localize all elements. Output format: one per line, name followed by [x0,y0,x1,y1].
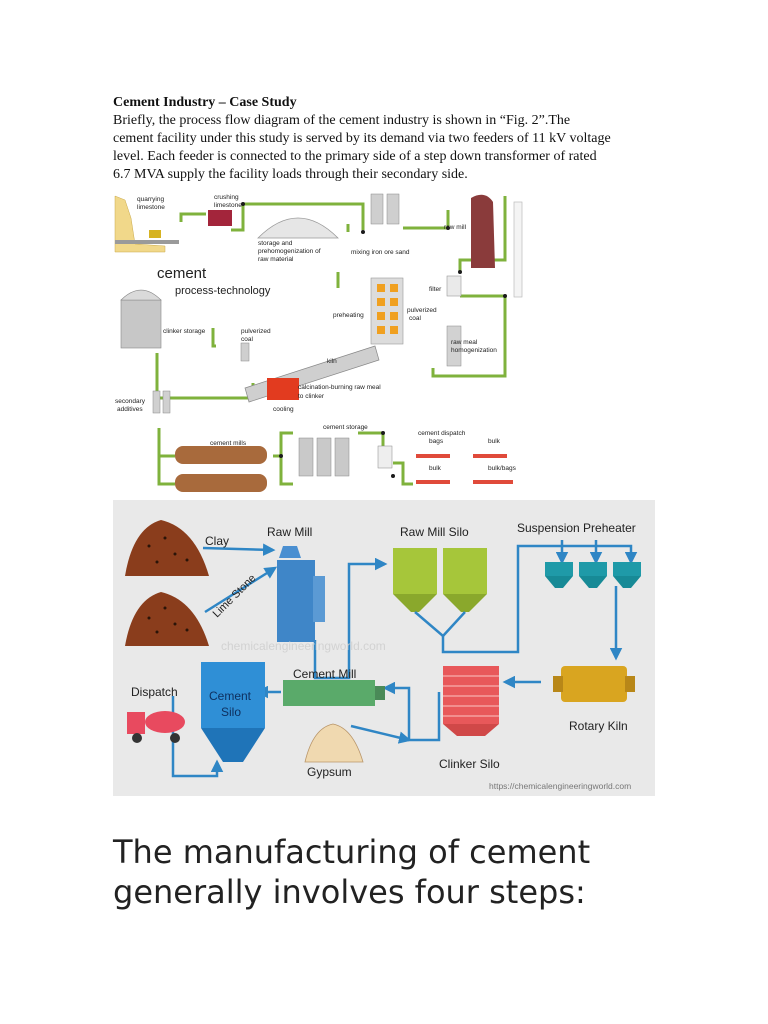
clay-pile-icon [125,520,209,576]
label-calcination: to clinker [298,393,325,400]
label-cement-mill: Cement Mill [293,667,356,681]
label-clay: Clay [205,534,229,548]
dispatch-truck-icon [473,454,507,458]
label-kiln: kiln [327,358,337,365]
additive-silo-icon [152,390,161,414]
cement-mill-icon [283,680,375,706]
label-cement-storage: cement storage [323,424,368,431]
label-limestone: limestone [137,204,165,211]
raw-mill-silo-icon [393,548,437,594]
packing-machine-icon [377,445,393,469]
cement-truck-icon [127,712,145,734]
clinker-storage-silo-icon [120,299,162,349]
label-quarrying: quarrying [137,196,164,203]
manufacturing-steps-heading: The manufacturing of cement generally in… [113,832,673,912]
preheater-tower-icon [370,277,404,345]
coal-bin-icon [240,342,250,362]
cement-storage-silo-icon [316,437,332,477]
label-bulk-bags: bulk/bags [488,465,517,472]
label-process-technology: process-technology [175,285,271,297]
label-bulk: bulk [488,438,501,445]
case-study-title: Cement Industry – Case Study [113,95,297,110]
label-pulverized-coal: coal [241,336,253,343]
kiln-flame-icon [267,378,299,400]
mixing-silo-icon [386,193,400,225]
dispatch-truck-icon [416,480,450,484]
cement-storage-silo-icon [334,437,350,477]
flow-arrows [171,540,638,778]
rotary-kiln-icon [561,666,627,702]
label-bulk: bulk [429,465,442,472]
label-rotary-kiln: Rotary Kiln [569,719,628,733]
label-bags: bags [429,438,444,445]
heading-line: generally involves four steps: [113,873,586,911]
label-dispatch: Dispatch [131,685,178,699]
raw-mill-icon [471,194,495,268]
label-raw-meal: homogenization [451,347,497,354]
limestone-pile-icon [125,592,209,646]
preheater-cyclone-icon [613,562,641,576]
source-url: https://chemicalengineeringworld.com [489,781,631,791]
paragraph-line: level. Each feeder is connected to the p… [113,149,597,164]
homogenization-silo-icon [446,325,462,367]
label-pulverized-coal: pulverized [241,328,271,335]
paragraph-line: 6.7 MVA supply the facility loads throug… [113,167,468,182]
label-pulverized-coal: coal [409,315,421,322]
chimney-icon [513,201,523,298]
raw-mill-hopper-icon [279,546,301,558]
gypsum-pile-icon [304,723,364,763]
watermark: chemicalengineeringworld.com [221,639,386,653]
cement-mill-icon [175,446,267,464]
cement-process-diagram: quarrying limestone crushing limestone s… [113,188,538,496]
label-raw-mill-silo: Raw Mill Silo [400,525,469,539]
diagram-background [113,500,655,796]
label-storage: prehomogenization of [258,248,321,255]
label-filter: filter [429,286,442,293]
label-raw-mill: Raw Mill [267,525,312,539]
label-cement-silo: Silo [221,705,241,719]
label-cement-mills: cement mills [210,440,247,447]
preheater-cyclone-icon [579,562,607,576]
quarry-cliff-icon [114,195,166,253]
label-storage: raw material [258,256,294,263]
cement-storage-silo-icon [298,437,314,477]
label-suspension-preheater: Suspension Preheater [517,521,636,535]
label-mixing: mixing iron ore sand [351,249,410,256]
label-pulverized-coal: pulverized [407,307,437,314]
label-cement: cement [157,265,207,282]
label-secondary-additives: additives [117,406,143,413]
dispatch-train-icon [473,480,513,484]
label-secondary-additives: secondary [115,398,146,405]
label-calcination: calcination-burning raw meal [298,384,381,391]
dome-storage-icon [257,217,339,239]
raw-mill-icon [277,560,315,642]
heading-line: The manufacturing of cement [113,833,591,871]
cement-silo-icon [201,662,265,728]
dispatch-truck-icon [416,454,450,458]
mixing-silo-icon [370,193,384,225]
label-cooling: cooling [273,406,294,413]
cement-mill-icon [175,474,267,492]
excavator-icon [149,230,161,238]
label-crushing-limestone: limestone [214,202,242,209]
paragraph-line: cement facility under this study is serv… [113,131,611,146]
label-crushing: crushing [214,194,239,201]
label-raw-meal: raw meal [451,339,478,346]
case-study-paragraph: Briefly, the process flow diagram of the… [113,112,658,184]
label-gypsum: Gypsum [307,765,352,779]
crusher-icon [208,210,232,226]
raw-mill-silo-icon [443,548,487,594]
label-clinker-storage: clinker storage [163,328,206,335]
label-cement-dispatch: cement dispatch [418,430,466,437]
additive-silo-icon [162,390,171,414]
filter-icon [446,275,462,297]
label-cement-silo: Cement [209,689,252,703]
label-preheating: preheating [333,312,364,319]
label-raw-mill: raw mill [444,224,467,231]
label-storage: storage and [258,240,293,247]
preheater-cyclone-icon [545,562,573,576]
paragraph-line: Briefly, the process flow diagram of the… [113,113,571,128]
label-clinker-silo: Clinker Silo [439,757,500,771]
cement-flow-diagram: Clay Lime Stone Raw Mill Raw Mill Silo S… [113,500,655,796]
